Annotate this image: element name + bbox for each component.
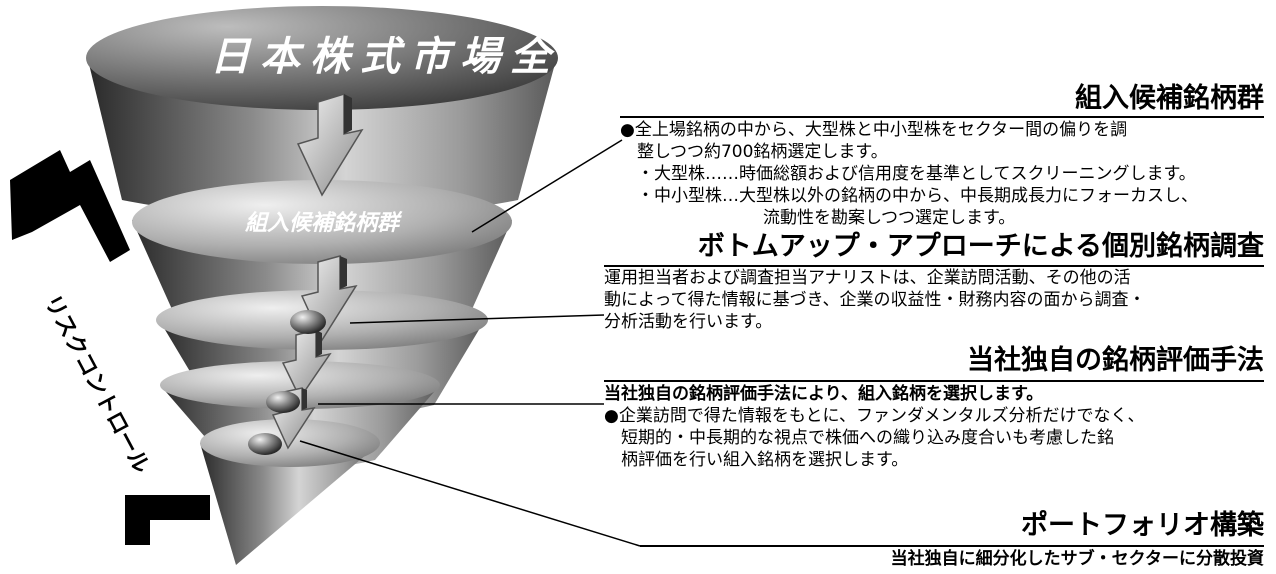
section-body-portfolio: 当社独自に細分化したサブ・セクターに分散投資 [891, 548, 1264, 570]
evaluation-line-3: 短期的・中長期的な視点で株価への織り込み度合いも考慮した銘 [621, 428, 1114, 448]
funnel-segment-5 [200, 443, 380, 565]
section-body-candidates: ●全上場銘柄の中から、大型株と中小型株をセクター間の偏りを調 整しつつ約700銘… [620, 119, 1198, 229]
ball-stage-3 [290, 310, 326, 334]
evaluation-line-1: 当社独自の銘柄評価手法により、組入銘柄を選択します。 [604, 384, 1044, 404]
candidates-line-5: 流動性を勘案しつつ選定します。 [763, 208, 1016, 228]
rule-evaluation [604, 380, 1264, 382]
ball-stage-4 [266, 391, 300, 413]
risk-control-label: リスクコントロール [39, 291, 154, 478]
section-body-evaluation: 当社独自の銘柄評価手法により、組入銘柄を選択します。 ●企業訪問で得た情報をもと… [604, 383, 1144, 471]
portfolio-line-1: 当社独自に細分化したサブ・セクターに分散投資 [890, 549, 1264, 569]
funnel-top-label: 日本株式市場全体 [210, 34, 610, 80]
section-title-bottom-up: ボトムアップ・アプローチによる個別銘柄調査 [697, 231, 1264, 262]
section-evaluation: 当社独自の銘柄評価手法 [624, 344, 1264, 378]
candidates-line-2: 整しつつ約700銘柄選定します。 [637, 142, 888, 162]
section-body-bottom-up: 運用担当者および調査担当アナリストは、企業訪問活動、その他の活 動によって得た情… [604, 267, 1145, 333]
leader-line-1 [471, 139, 623, 233]
rule-portfolio [640, 545, 1264, 547]
section-title-candidates: 組入候補銘柄群 [1075, 83, 1264, 114]
bottom-up-line-2: 動によって得た情報に基づき、企業の収益性・財務内容の面から調査・ [604, 290, 1146, 310]
bottom-up-line-1: 運用担当者および調査担当アナリストは、企業訪問活動、その他の活 [604, 268, 1131, 288]
down-arrow-3 [281, 329, 332, 400]
funnel-second-label: 組入候補銘柄群 [245, 210, 403, 236]
section-title-evaluation: 当社独自の銘柄評価手法 [967, 345, 1264, 376]
section-bottom-up: ボトムアップ・アプローチによる個別銘柄調査 [584, 230, 1264, 264]
evaluation-line-2: ●企業訪問で得た情報をもとに、ファンダメンタルズ分析だけでなく、 [604, 406, 1145, 426]
candidates-line-4: ・中小型株…大型株以外の銘柄の中から、中長期成長力にフォーカスし、 [637, 186, 1198, 206]
rule-candidates [620, 116, 1264, 118]
leader-line-2 [349, 314, 605, 324]
bottom-up-line-3: 分析活動を行います。 [604, 312, 773, 332]
evaluation-line-4: 柄評価を行い組入銘柄を選択します。 [621, 450, 909, 470]
funnel-top-ellipse [86, 6, 558, 110]
risk-control-bracket-arrow [10, 150, 228, 545]
down-arrow-1 [296, 92, 364, 197]
section-candidates: 組入候補銘柄群 [624, 82, 1264, 116]
funnel-second-ellipse [132, 180, 512, 264]
ball-stage-5 [248, 433, 282, 455]
candidates-line-1: ●全上場銘柄の中から、大型株と中小型株をセクター間の偏りを調 [620, 120, 1128, 140]
candidates-line-3: ・大型株……時価総額および信用度を基準としてスクリーニングします。 [637, 164, 1196, 184]
leader-line-4 [299, 440, 641, 547]
rule-bottom-up [604, 265, 1264, 267]
section-title-portfolio: ポートフォリオ構築 [1021, 510, 1264, 541]
section-portfolio: ポートフォリオ構築 [624, 509, 1264, 543]
